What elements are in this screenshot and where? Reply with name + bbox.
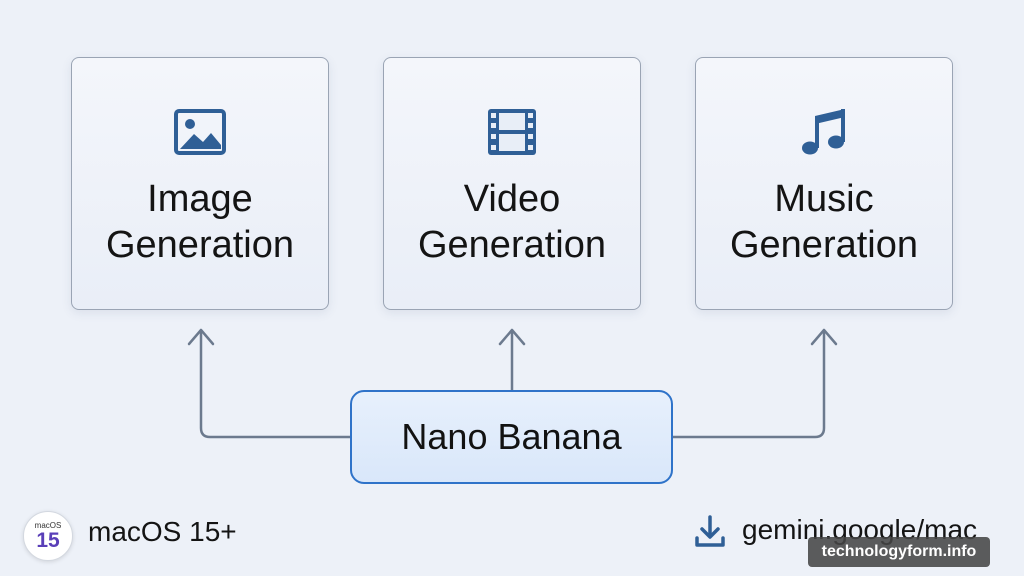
watermark: technologyform.info [808,537,990,567]
video-generation-card: Video Generation [383,57,641,310]
music-generation-card: Music Generation [695,57,953,310]
arrowhead-video [498,328,526,346]
download-icon [695,515,725,547]
film-icon [484,106,540,158]
connector-image [199,330,352,439]
image-icon [172,106,228,158]
arrowhead-music [810,328,838,346]
os-badge-small: macOS [34,520,62,530]
card-label: Music Generation [729,178,918,266]
card-label: Video Generation [417,178,606,266]
card-label: Image Generation [105,178,294,266]
macos-15-badge: macOS 15 [23,511,73,561]
image-generation-card: Image Generation [71,57,329,310]
os-requirement-text: macOS 15+ [88,516,237,547]
nano-banana-box: Nano Banana [350,390,673,484]
arrowhead-image [187,328,215,346]
music-note-icon [796,106,852,158]
os-badge-number: 15 [36,528,60,552]
connector-music [671,330,826,439]
